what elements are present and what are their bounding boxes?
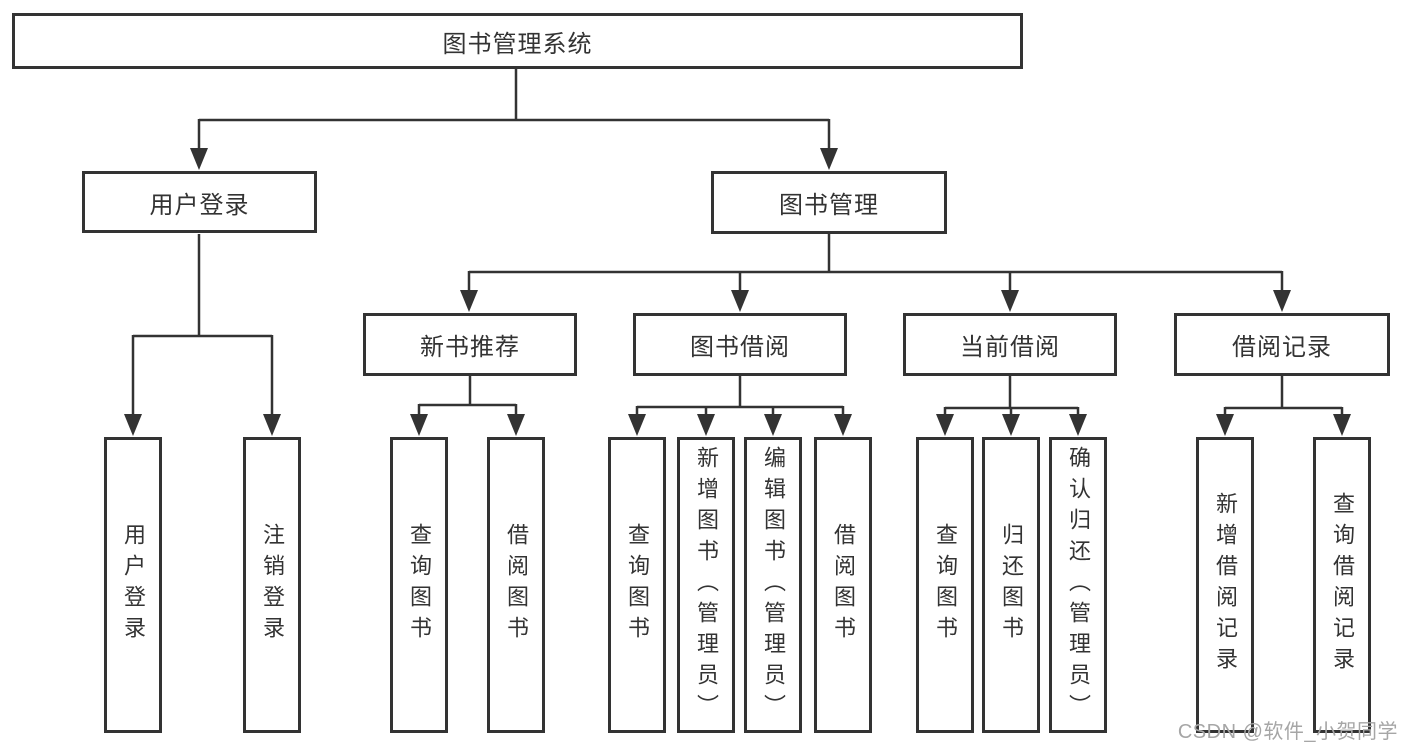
- node-library-system: 图书管理系统: [12, 13, 1023, 69]
- leaf-logout-label: 注销登录: [260, 523, 285, 647]
- connector-current-to-leaves: [936, 376, 1087, 436]
- leaf-return-books: 归还图书: [982, 437, 1040, 733]
- leaf-query-books-borrowing-label: 查询图书: [625, 523, 650, 647]
- leaf-add-borrow-record-label: 新增借阅记录: [1213, 492, 1238, 678]
- leaf-confirm-return-admin: 确认归还（管理员）: [1049, 437, 1107, 733]
- node-book-borrowing: 图书借阅: [633, 313, 847, 376]
- connector-mgmt-to-level3: [460, 234, 1291, 312]
- csdn-watermark: CSDN @软件_小贺同学: [1177, 721, 1398, 743]
- leaf-edit-books-admin-label: 编辑图书（管理员）: [761, 445, 786, 725]
- node-borrowing-records: 借阅记录: [1174, 313, 1390, 376]
- node-user-login-label: 用户登录: [149, 191, 250, 219]
- leaf-user-login: 用户登录: [104, 437, 162, 733]
- leaf-confirm-return-admin-label: 确认归还（管理员）: [1066, 445, 1091, 725]
- node-user-login: 用户登录: [82, 171, 317, 233]
- node-book-borrowing-label: 图书借阅: [690, 334, 790, 361]
- node-book-management-label: 图书管理: [779, 192, 879, 219]
- node-new-book-recommend-label: 新书推荐: [420, 334, 520, 361]
- leaf-query-borrow-record-label: 查询借阅记录: [1330, 492, 1355, 678]
- connector-records-to-leaves: [1216, 376, 1351, 436]
- connector-root-to-level2: [190, 69, 838, 170]
- leaf-query-books-recommend-label: 查询图书: [407, 523, 432, 647]
- node-current-borrowing-label: 当前借阅: [960, 334, 1060, 361]
- leaf-borrow-books-borrowing: 借阅图书: [814, 437, 872, 733]
- leaf-query-books-borrowing: 查询图书: [608, 437, 666, 733]
- leaf-borrow-books-recommend: 借阅图书: [487, 437, 545, 733]
- leaf-edit-books-admin: 编辑图书（管理员）: [744, 437, 802, 733]
- leaf-query-books-current-label: 查询图书: [933, 523, 958, 647]
- leaf-logout: 注销登录: [243, 437, 301, 733]
- leaf-return-books-label: 归还图书: [999, 523, 1024, 647]
- leaf-user-login-label: 用户登录: [121, 523, 146, 647]
- leaf-add-books-admin-label: 新增图书（管理员）: [694, 445, 719, 725]
- node-book-management: 图书管理: [711, 171, 947, 234]
- leaf-borrow-books-recommend-label: 借阅图书: [504, 523, 529, 647]
- connector-borrow-to-leaves: [628, 376, 852, 436]
- connector-login-to-leaves: [124, 234, 281, 436]
- connector-newbook-to-leaves: [410, 376, 525, 436]
- leaf-query-books-current: 查询图书: [916, 437, 974, 733]
- node-current-borrowing: 当前借阅: [903, 313, 1117, 376]
- node-library-system-label: 图书管理系统: [442, 30, 593, 58]
- leaf-borrow-books-borrowing-label: 借阅图书: [831, 523, 856, 647]
- node-new-book-recommend: 新书推荐: [363, 313, 577, 376]
- leaf-query-books-recommend: 查询图书: [390, 437, 448, 733]
- leaf-add-borrow-record: 新增借阅记录: [1196, 437, 1254, 733]
- leaf-add-books-admin: 新增图书（管理员）: [677, 437, 735, 733]
- leaf-query-borrow-record: 查询借阅记录: [1313, 437, 1371, 733]
- node-borrowing-records-label: 借阅记录: [1232, 334, 1332, 361]
